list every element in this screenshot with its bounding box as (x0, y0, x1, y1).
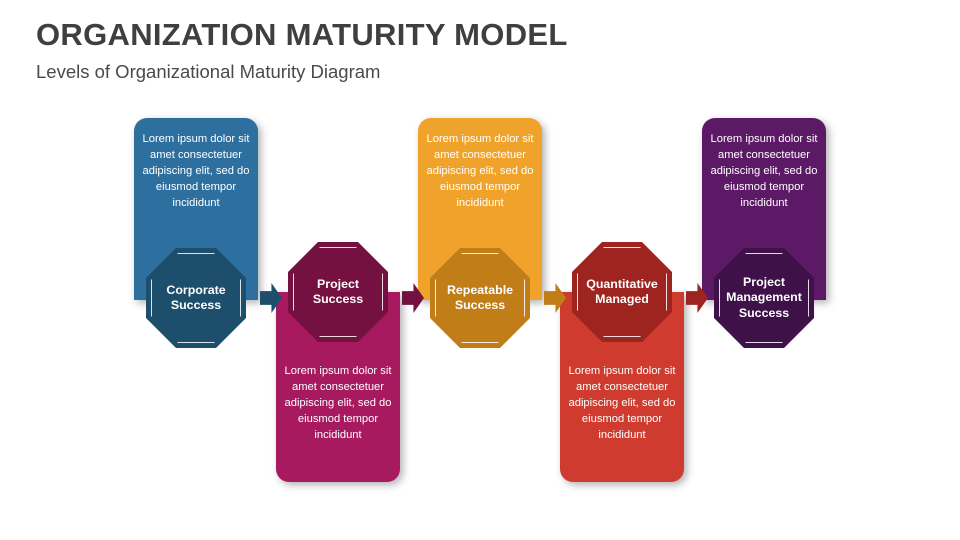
stage-2[interactable]: Lorem ipsum dolor sit amet consectetuer … (276, 0, 400, 540)
stage-1[interactable]: Lorem ipsum dolor sit amet consectetuer … (134, 0, 258, 540)
stage-2-octagon[interactable]: Project Success (288, 242, 388, 342)
stage-5-octagon[interactable]: Project Management Success (714, 248, 814, 348)
stage-2-description: Lorem ipsum dolor sit amet consectetuer … (284, 365, 392, 441)
stage-4-octagon[interactable]: Quantitative Managed (572, 242, 672, 342)
stage-5-description: Lorem ipsum dolor sit amet consectetuer … (710, 133, 818, 209)
stage-3-octagon[interactable]: Repeatable Success (430, 248, 530, 348)
stage-3[interactable]: Lorem ipsum dolor sit amet consectetuer … (418, 0, 542, 540)
stage-5-label: Project Management Success (726, 275, 802, 320)
stage-3-label: Repeatable Success (446, 282, 514, 312)
stage-4-description: Lorem ipsum dolor sit amet consectetuer … (568, 365, 676, 441)
stage-2-label: Project Success (312, 276, 364, 306)
stage-4-panel[interactable]: Lorem ipsum dolor sit amet consectetuer … (560, 292, 684, 482)
stage-1-description: Lorem ipsum dolor sit amet consectetuer … (142, 133, 250, 209)
stage-4[interactable]: Lorem ipsum dolor sit amet consectetuer … (560, 0, 684, 540)
stage-1-label: Corporate Success (166, 282, 226, 312)
page-title: ORGANIZATION MATURITY MODEL (36, 17, 568, 52)
stage-1-octagon[interactable]: Corporate Success (146, 248, 246, 348)
page-subtitle: Levels of Organizational Maturity Diagra… (36, 60, 381, 82)
slide-header: ORGANIZATION MATURITY MODEL Levels of Or… (36, 17, 916, 82)
stage-2-panel[interactable]: Lorem ipsum dolor sit amet consectetuer … (276, 292, 400, 482)
stage-3-description: Lorem ipsum dolor sit amet consectetuer … (426, 133, 534, 209)
stage-4-label: Quantitative Managed (586, 276, 658, 306)
stage-5[interactable]: Lorem ipsum dolor sit amet consectetuer … (702, 0, 826, 540)
